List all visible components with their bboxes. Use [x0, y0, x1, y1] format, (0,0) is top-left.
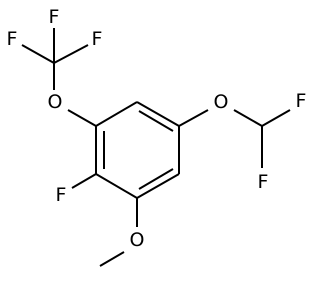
- bond-ring-o-trifluoromethoxy: [67, 109, 97, 127]
- atom-label-f-top-right: F: [92, 28, 103, 50]
- ring-bond-c6-c1: [95, 101, 138, 127]
- atom-label-o-methoxy: O: [130, 229, 145, 251]
- trifluoromethoxy-group: [21, 28, 97, 127]
- benzene-ring: [95, 101, 180, 199]
- bond-o-methyl: [99, 251, 125, 267]
- atom-label-o-trifluoromethoxy: O: [48, 91, 63, 113]
- ring-substituents: [71, 173, 138, 267]
- ring-double-bond-c3-c4: [138, 168, 174, 190]
- atom-label-o-difluoromethoxy: O: [214, 91, 229, 113]
- bond-ring-f: [71, 173, 97, 189]
- atom-label-f-top-left: F: [7, 28, 18, 50]
- atom-label-f-chf2-bottom: F: [258, 171, 269, 193]
- ring-bond-c1-c2: [136, 101, 180, 127]
- ring-bond-c3-c4: [136, 173, 180, 199]
- bond-o-chf2: [233, 109, 263, 127]
- bond-ring-o-difluoromethoxy: [178, 109, 209, 127]
- ring-bond-c4-c5: [95, 173, 138, 199]
- difluoromethoxy-group: [178, 109, 291, 168]
- ring-double-bond-c1-c2: [138, 110, 174, 132]
- bond-cf3-f-top-left: [21, 44, 55, 64]
- atom-labels: F F F O O F F F O: [7, 6, 307, 251]
- atom-label-f-left: F: [49, 6, 60, 28]
- bond-cf3-f-top-right: [53, 44, 89, 64]
- atom-label-f-chf2-right: F: [296, 90, 307, 112]
- atom-label-f-ring: F: [56, 184, 67, 206]
- bond-chf2-f-right: [261, 109, 291, 127]
